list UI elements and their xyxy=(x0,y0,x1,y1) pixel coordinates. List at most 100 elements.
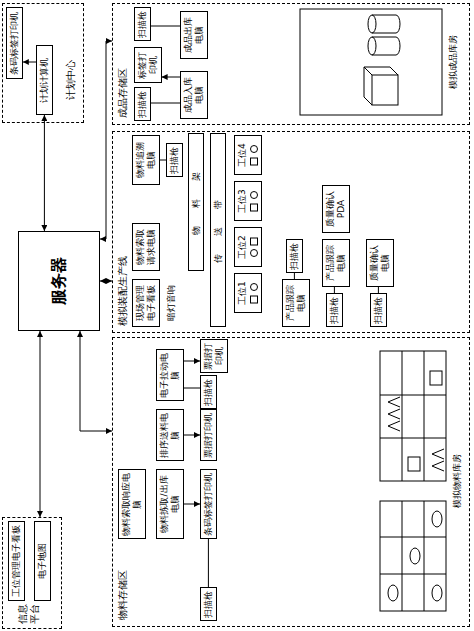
process-box: 扫描枪 xyxy=(370,293,387,327)
box-label: 物料追溯电脑 xyxy=(135,138,157,182)
box-label: 服务器 xyxy=(49,257,68,305)
station-icons xyxy=(249,189,259,213)
region-title: 模拟装配生产线 xyxy=(117,246,129,326)
process-box: 计划计算机 xyxy=(36,45,53,115)
process-box: 成品入库电脑 xyxy=(180,71,208,119)
process-box: 物料索取请求电脑 xyxy=(132,223,160,271)
box-label: 质量确认电脑 xyxy=(369,242,391,284)
process-box: 排序送料电脑 xyxy=(156,409,184,461)
box-label: 物料拣取/出库电脑 xyxy=(159,472,181,536)
caption-label: 模拟成品库房 xyxy=(448,12,459,112)
caption-label: 暗灯音响 xyxy=(166,279,177,327)
box-label: 产品跟踪电脑 xyxy=(285,282,307,324)
process-box: 电子地图 xyxy=(34,521,51,601)
process-box: 扫描枪 xyxy=(326,293,343,327)
box-label: 标签打印机 xyxy=(137,50,159,80)
process-box: 物料索取响应电脑 xyxy=(118,469,146,539)
connector xyxy=(40,331,41,517)
box-label: 电子拉动电脑 xyxy=(159,352,181,398)
box-label: 传送带 xyxy=(213,136,224,308)
box-label: 扫描枪 xyxy=(289,242,300,270)
connector xyxy=(151,26,180,27)
region-title: 计划中心 xyxy=(65,40,77,100)
box-label: 产品跟踪电脑 xyxy=(325,242,347,284)
box-label: 质量确认 PDA xyxy=(325,188,347,230)
box-label: 条码标签打印机 xyxy=(203,472,214,536)
caption-label: 模拟物料库房 xyxy=(452,431,463,531)
connector xyxy=(151,103,180,104)
station-icons xyxy=(249,143,259,167)
process-box: 扫描枪 xyxy=(134,87,151,121)
connector xyxy=(44,115,45,231)
connector xyxy=(184,504,200,505)
box-label: 电子地图 xyxy=(37,524,48,598)
box-label: 扫描枪 xyxy=(329,296,340,324)
box-label: 扫描枪 xyxy=(373,296,384,324)
connector xyxy=(184,361,200,362)
process-box: 产品跟踪电脑 xyxy=(282,279,310,327)
box-label: 票据打印机 xyxy=(203,412,214,458)
process-box: 工位管理电子看板 xyxy=(8,521,25,601)
process-box: 成品出库电脑 xyxy=(180,11,208,59)
process-box: 电子拉动电脑 xyxy=(156,349,184,401)
station-icons xyxy=(249,235,259,259)
connector xyxy=(162,77,180,78)
server-box: 服务器 xyxy=(18,231,100,331)
connector xyxy=(100,41,112,239)
process-box: 质量确认 PDA xyxy=(322,185,350,233)
box-label: 物料索取请求电脑 xyxy=(135,226,157,268)
box-label: 工位3 xyxy=(237,184,248,218)
region-group: 计划中心 条码标签打印机计划计算机 xyxy=(2,3,84,123)
process-box: 扫描枪 xyxy=(200,587,217,621)
box-label: 物料索取响应电脑 xyxy=(121,472,143,536)
box-label: 现场管理电子看板 xyxy=(135,282,157,324)
box-label: 成品出库电脑 xyxy=(183,14,205,56)
region-group: 信息平台 工位管理电子看板 电子地图 xyxy=(2,517,62,629)
box-label: 扫描枪 xyxy=(137,90,148,118)
process-box: 扫描枪 xyxy=(166,143,183,177)
process-box: 物料追溯电脑 xyxy=(132,135,160,185)
region-title: 成品存储区 xyxy=(117,58,129,118)
box-label: 扫描枪 xyxy=(137,10,148,38)
process-box: 产品跟踪电脑 xyxy=(322,239,350,287)
process-box: 扫描枪 xyxy=(134,7,151,41)
station-box: 工位1 xyxy=(234,273,262,313)
process-box: 质量确认电脑 xyxy=(366,239,394,287)
process-box: 条码标签打印机 xyxy=(6,7,23,79)
region-title: 物料存储区 xyxy=(117,560,129,620)
station-box: 工位2 xyxy=(234,227,262,267)
box-label: 工位4 xyxy=(237,138,248,172)
conveyor-bar: 物料架 xyxy=(188,133,204,271)
process-box: 扫描枪 xyxy=(286,239,303,273)
box-label: 工位管理电子看板 xyxy=(11,524,22,598)
process-box: 票据打印机 xyxy=(200,339,228,373)
connector xyxy=(184,435,200,436)
box-label: 工位1 xyxy=(237,276,248,310)
region-title: 信息平台 xyxy=(17,602,40,624)
process-box: 票据打印机 xyxy=(200,409,217,461)
box-label: 扫描枪 xyxy=(203,590,214,618)
region-group: 成品存储区扫描枪标签打印机扫描枪成品入库电脑成品出库电脑 xyxy=(112,3,470,125)
station-icons xyxy=(249,281,259,305)
process-box: 扫描枪 xyxy=(200,375,217,409)
connector xyxy=(100,281,112,282)
station-box: 工位3 xyxy=(234,181,262,221)
conveyor-bar: 传送带 xyxy=(210,133,226,327)
box-label: 扫描枪 xyxy=(169,146,180,174)
region-group: 模拟装配生产线现场管理电子看板物料索取请求电脑物料追溯电脑扫描枪物料架传送带工位… xyxy=(112,131,470,333)
connector xyxy=(80,331,112,431)
box-label: 扫描枪 xyxy=(203,378,214,406)
process-box: 物料拣取/出库电脑 xyxy=(156,469,184,539)
box-label: 计划计算机 xyxy=(39,48,50,112)
process-box: 标签打印机 xyxy=(134,47,162,83)
connector xyxy=(208,539,209,587)
connector xyxy=(23,62,36,63)
region-group: 物料存储区物料索取响应电脑物料拣取/出库电脑排序送料电脑电子拉动电脑扫描枪条码标… xyxy=(112,337,470,627)
box-label: 票据打印机 xyxy=(203,342,225,370)
connector xyxy=(184,388,200,389)
box-label: 工位2 xyxy=(237,230,248,264)
box-label: 物料架 xyxy=(191,136,202,252)
box-label: 排序送料电脑 xyxy=(159,412,181,458)
box-label: 成品入库电脑 xyxy=(183,74,205,116)
station-box: 工位4 xyxy=(234,135,262,175)
